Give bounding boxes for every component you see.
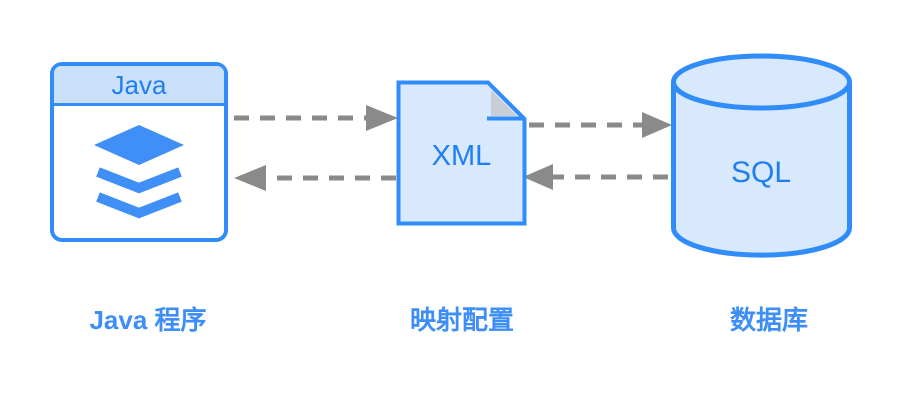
layers-icon — [94, 125, 184, 219]
node-java-app: Java — [50, 62, 228, 242]
label-java-program: Java 程序 — [89, 305, 207, 335]
label-database: 数据库 — [729, 305, 808, 335]
arrow-xml-to-sql — [529, 112, 672, 138]
arrow-xml-to-java — [234, 165, 396, 191]
document-folded-corner-icon — [396, 80, 527, 226]
node-xml-document: XML — [396, 80, 527, 226]
java-window-title: Java — [111, 69, 167, 100]
cylinder-top-shape — [671, 53, 852, 111]
cylinder-body-shape — [671, 82, 852, 258]
arrow-sql-to-xml — [523, 164, 668, 190]
document-body-shape — [396, 80, 527, 226]
java-window-header: Java — [54, 66, 224, 106]
arrowhead-right-icon — [366, 105, 398, 131]
arrowhead-left-icon — [523, 164, 553, 190]
label-mapping-config: 映射配置 — [409, 305, 514, 335]
document-fold-flap — [491, 90, 517, 116]
java-window-body — [54, 106, 224, 238]
database-cylinder-icon — [671, 53, 852, 258]
arrowhead-left-icon — [234, 165, 266, 191]
node-sql-database: SQL — [668, 52, 854, 258]
arrow-java-to-xml — [234, 105, 398, 131]
